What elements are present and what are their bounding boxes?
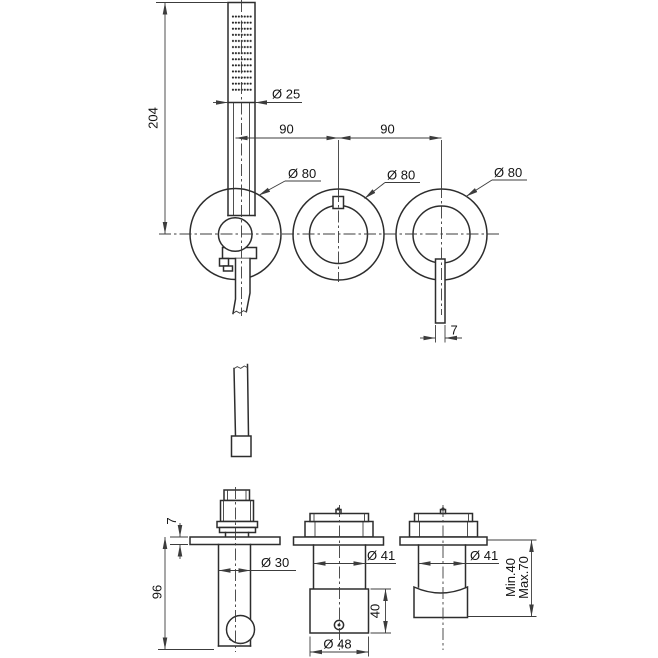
dim-label-41-right: Ø 41 — [470, 548, 498, 563]
dim-holder-diameter: Ø 30 — [218, 555, 296, 573]
dim-lever-width: 7 — [420, 323, 462, 343]
dim-label-25: Ø 25 — [272, 87, 300, 102]
wall-plate-side — [399, 536, 488, 546]
hose-outlet — [232, 257, 237, 315]
wall-plate-side — [292, 536, 385, 546]
side-view-valve-right: Ø 41 Min.40 Max.70 — [399, 505, 537, 650]
dim-label-90-right: 90 — [380, 122, 394, 137]
wall-plate-left — [189, 187, 282, 315]
hose-section — [230, 363, 252, 458]
break-line — [232, 310, 248, 315]
leader-plate-diameters: Ø 80 Ø 80 Ø 80 — [258, 165, 527, 199]
front-view: 204 Ø 25 90 90 Ø 80 Ø 80 Ø 80 — [146, 0, 527, 343]
mixer-lever — [434, 258, 446, 324]
wall-plate-side — [189, 536, 281, 546]
dim-label-48: Ø 48 — [323, 637, 351, 652]
dim-cap-diameter: Ø 48 — [309, 636, 369, 657]
dim-label-plate-7: 7 — [164, 517, 179, 524]
ball-joint — [217, 216, 253, 253]
hose-connector — [219, 499, 255, 523]
centerlines-front — [159, 0, 499, 316]
set-screw — [333, 619, 345, 631]
hose-end-fitting — [230, 435, 252, 458]
dim-label-max70: Max.70 — [516, 556, 531, 599]
dim-label-80-middle: Ø 80 — [387, 168, 415, 183]
dim-label-41-middle: Ø 41 — [367, 548, 395, 563]
dim-label-min40: Min.40 — [503, 558, 518, 597]
dim-cap-height: 40 — [368, 588, 391, 634]
side-view-valve-middle: Ø 41 40 Ø 48 — [292, 505, 396, 657]
dim-valve-diameter-right: Ø 41 — [418, 548, 499, 566]
dim-label-40: 40 — [368, 604, 383, 618]
dim-plate-thickness: 7 — [164, 517, 188, 559]
side-view-holder: 7 96 Ø 30 — [150, 487, 296, 652]
dim-center-spacing: 90 90 — [235, 122, 442, 194]
dim-valve-diameter-middle: Ø 41 — [313, 548, 396, 566]
dim-handshower-diameter: Ø 25 — [213, 87, 302, 105]
dim-label-204: 204 — [146, 107, 161, 129]
dim-label-30: Ø 30 — [261, 555, 289, 570]
dim-handshower-length: 204 — [146, 2, 228, 234]
dim-label-90-left: 90 — [279, 122, 293, 137]
extension-sleeve — [413, 585, 469, 619]
dim-label-96: 96 — [150, 585, 165, 599]
dim-holder-length: 96 — [150, 537, 214, 650]
dim-label-80-left: Ø 80 — [288, 166, 316, 181]
dim-label-lever-7: 7 — [451, 323, 458, 338]
break-line — [233, 365, 248, 370]
dim-label-80-right: Ø 80 — [494, 165, 522, 180]
dim-install-depth: Min.40 Max.70 — [467, 539, 537, 617]
